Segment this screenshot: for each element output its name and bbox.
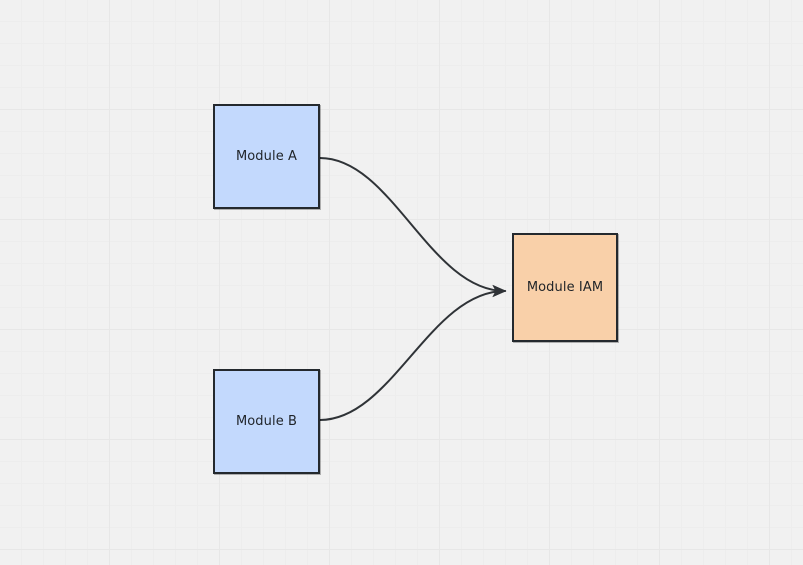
node-module-iam-label: Module IAM [526,280,604,295]
node-module-a[interactable]: Module A [213,104,320,209]
node-module-a-label: Module A [235,149,298,164]
node-module-b-label: Module B [235,414,298,429]
edge-module-a-to-module-iam[interactable] [319,157,507,298]
edge-module-b-to-module-iam[interactable] [319,284,507,421]
node-module-b[interactable]: Module B [213,369,320,474]
node-module-iam[interactable]: Module IAM [512,233,618,342]
